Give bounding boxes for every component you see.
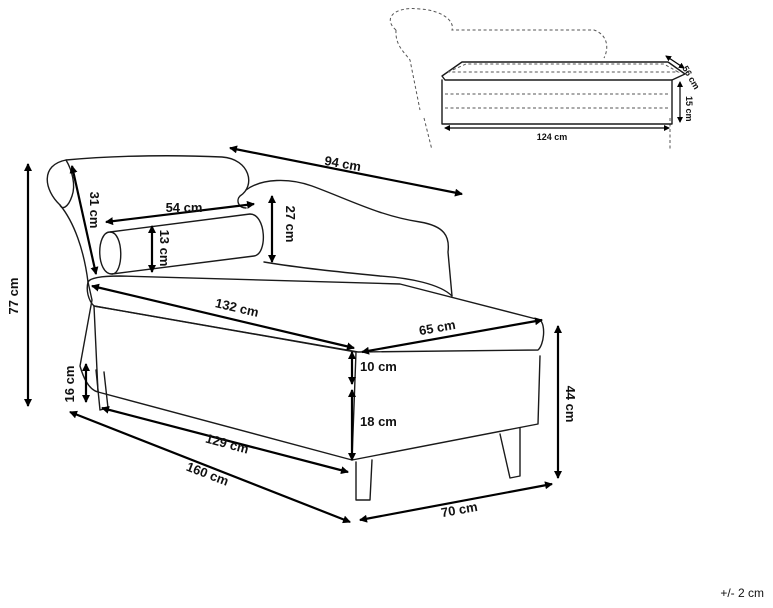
base-height-label: 18 cm: [360, 414, 397, 429]
storage-depth-label: 56 cm: [680, 64, 701, 91]
seat-depth-label: 65 cm: [418, 317, 457, 338]
dimension-lines: [24, 145, 562, 524]
leg-height-label: 16 cm: [62, 366, 77, 403]
bolster-length-label: 54 cm: [166, 200, 203, 215]
seat-height-label: 44 cm: [563, 386, 578, 423]
base-length-label: 129 cm: [204, 431, 250, 457]
bolster-diameter-label: 13 cm: [157, 230, 172, 267]
total-length-label: 160 cm: [184, 459, 231, 489]
tolerance-note: +/- 2 cm: [720, 586, 764, 600]
backrest-length-label: 94 cm: [323, 153, 362, 174]
arm-height-label: 31 cm: [87, 192, 102, 229]
total-depth-label: 70 cm: [440, 499, 479, 520]
storage-inset-drawing: [389, 8, 686, 151]
cushion-height-label: 10 cm: [360, 359, 397, 374]
total-height-label: 77 cm: [6, 278, 21, 315]
storage-height-label: 15 cm: [684, 96, 694, 122]
back-height-label: 27 cm: [283, 206, 298, 243]
storage-length-label: 124 cm: [537, 132, 568, 142]
